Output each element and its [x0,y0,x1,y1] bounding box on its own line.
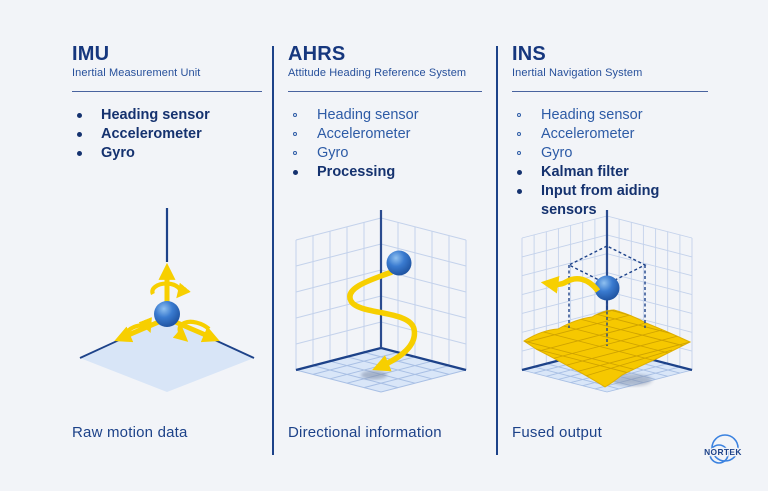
feature-list-ins: Heading sensor Accelerometer Gyro Kalman… [512,106,708,220]
column-subtitle-imu: Inertial Measurement Unit [72,67,201,79]
column-ins: INS Inertial Navigation System Heading s… [512,0,708,491]
bullet-open-icon [517,151,521,155]
imu-diagram-illustration [79,208,255,392]
bullet-open-icon [293,132,297,136]
bullet-filled-icon [517,189,522,194]
bullet-filled-icon [517,170,522,175]
floor-plane [296,348,466,392]
list-item-label: Accelerometer [317,126,411,142]
sphere-icon [386,250,412,276]
list-item-label: Accelerometer [101,126,202,142]
floor-back-edges [295,346,467,372]
caption-ahrs: Directional information [288,424,442,441]
logo-text: NORTEK [704,447,742,457]
ball-shadow [361,370,387,380]
list-item-label: Gyro [541,145,573,161]
column-title-imu: IMU [72,43,110,65]
ins-diagram-illustration [521,210,693,393]
header-rule [512,91,708,92]
list-item-label: Accelerometer [541,126,635,142]
sphere-icon [154,301,180,327]
list-item-label: Processing [317,164,396,180]
rotation-arrow-icons [122,281,211,342]
list-item-label: Heading sensor [541,107,643,123]
header-rule [288,91,482,92]
caption-imu: Raw motion data [72,424,188,441]
bullet-filled-icon [77,132,82,137]
list-item: Accelerometer [72,125,262,144]
list-item: Accelerometer [288,125,482,144]
column-ahrs: AHRS Attitude Heading Reference System H… [288,0,482,491]
list-item-label: Heading sensor [317,107,419,123]
list-item: Heading sensor [72,106,262,125]
list-item-label: Input from aiding sensors [541,183,660,218]
column-title-ahrs: AHRS [288,43,346,65]
bullet-filled-icon [77,113,82,118]
bullet-open-icon [517,132,521,136]
column-divider [496,46,498,455]
list-item: Heading sensor [512,106,708,125]
column-title-ins: INS [512,43,546,65]
floor-plane [80,316,254,392]
header-rule [72,91,262,92]
list-item: Gyro [288,144,482,163]
list-item-label: Gyro [101,145,135,161]
bullet-filled-icon [293,170,298,175]
list-item: Processing [288,163,482,182]
list-item: Accelerometer [512,125,708,144]
bullet-open-icon [293,113,297,117]
list-item: Input from aiding sensors [512,182,708,220]
list-item: Gyro [512,144,708,163]
list-item: Heading sensor [288,106,482,125]
output-arrow-icon [540,276,601,294]
nortek-logo: NORTEK [703,434,743,464]
list-item: Kalman filter [512,163,708,182]
sphere-icon [594,275,620,301]
column-imu: IMU Inertial Measurement Unit Heading se… [72,0,262,491]
surface-shadow [612,374,652,386]
column-divider [272,46,274,455]
logo-inner-circle-icon [709,444,729,464]
trajectory-arrow-icon [347,269,418,372]
caption-ins: Fused output [512,424,602,441]
bullet-open-icon [293,151,297,155]
list-item-label: Gyro [317,145,349,161]
feature-list-ahrs: Heading sensor Accelerometer Gyro Proces… [288,106,482,182]
wall-grid [295,217,467,370]
list-item: Gyro [72,144,262,163]
list-item-label: Heading sensor [101,107,210,123]
ahrs-diagram-illustration [295,210,467,393]
column-subtitle-ins: Inertial Navigation System [512,67,643,79]
list-item-label: Kalman filter [541,164,629,180]
bullet-filled-icon [77,151,82,156]
bullet-open-icon [517,113,521,117]
column-subtitle-ahrs: Attitude Heading Reference System [288,67,467,79]
feature-list-imu: Heading sensor Accelerometer Gyro [72,106,262,163]
